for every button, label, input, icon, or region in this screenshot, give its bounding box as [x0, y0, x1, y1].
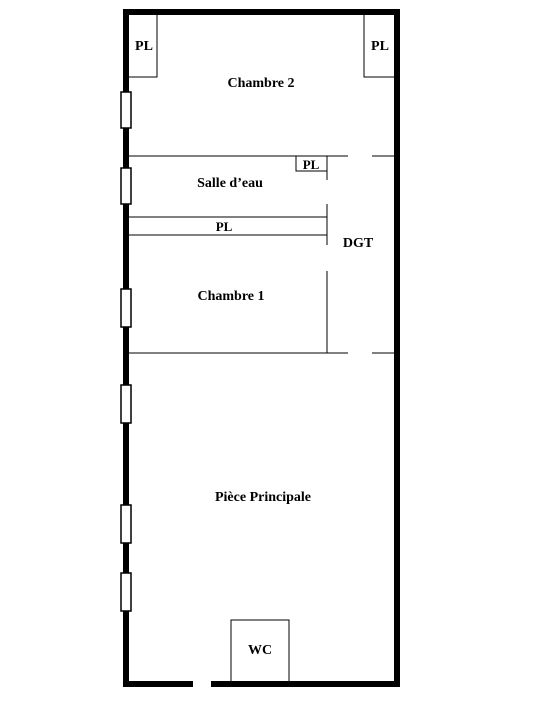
pl-top-right-label: PL	[371, 39, 389, 54]
wc-outline	[230, 619, 290, 681]
salle-eau-label: Salle d’eau	[197, 176, 263, 191]
piece-principale-label: Pièce Principale	[215, 490, 311, 505]
outer-walls	[123, 9, 400, 687]
window-1	[120, 91, 132, 129]
pl-corridor-label: PL	[216, 219, 233, 234]
labels: PL PL Chambre 2 PL Salle d’eau PL DGT Ch…	[135, 39, 389, 658]
chambre1-label: Chambre 1	[197, 289, 264, 304]
pl-salle-eau-label: PL	[303, 157, 320, 172]
window-3	[120, 288, 132, 328]
dgt-label: DGT	[343, 236, 374, 251]
windows	[120, 91, 132, 612]
window-4	[120, 384, 132, 424]
closet-salle-eau-outline	[295, 155, 328, 172]
window-2	[120, 167, 132, 205]
interior-walls	[129, 15, 394, 681]
window-5	[120, 504, 132, 544]
closet-top-right-outline	[363, 15, 394, 78]
chambre2-label: Chambre 2	[227, 76, 294, 91]
closet-top-left-outline	[129, 15, 158, 78]
pl-top-left-label: PL	[135, 39, 153, 54]
wc-label: WC	[248, 643, 272, 658]
window-6	[120, 572, 132, 612]
